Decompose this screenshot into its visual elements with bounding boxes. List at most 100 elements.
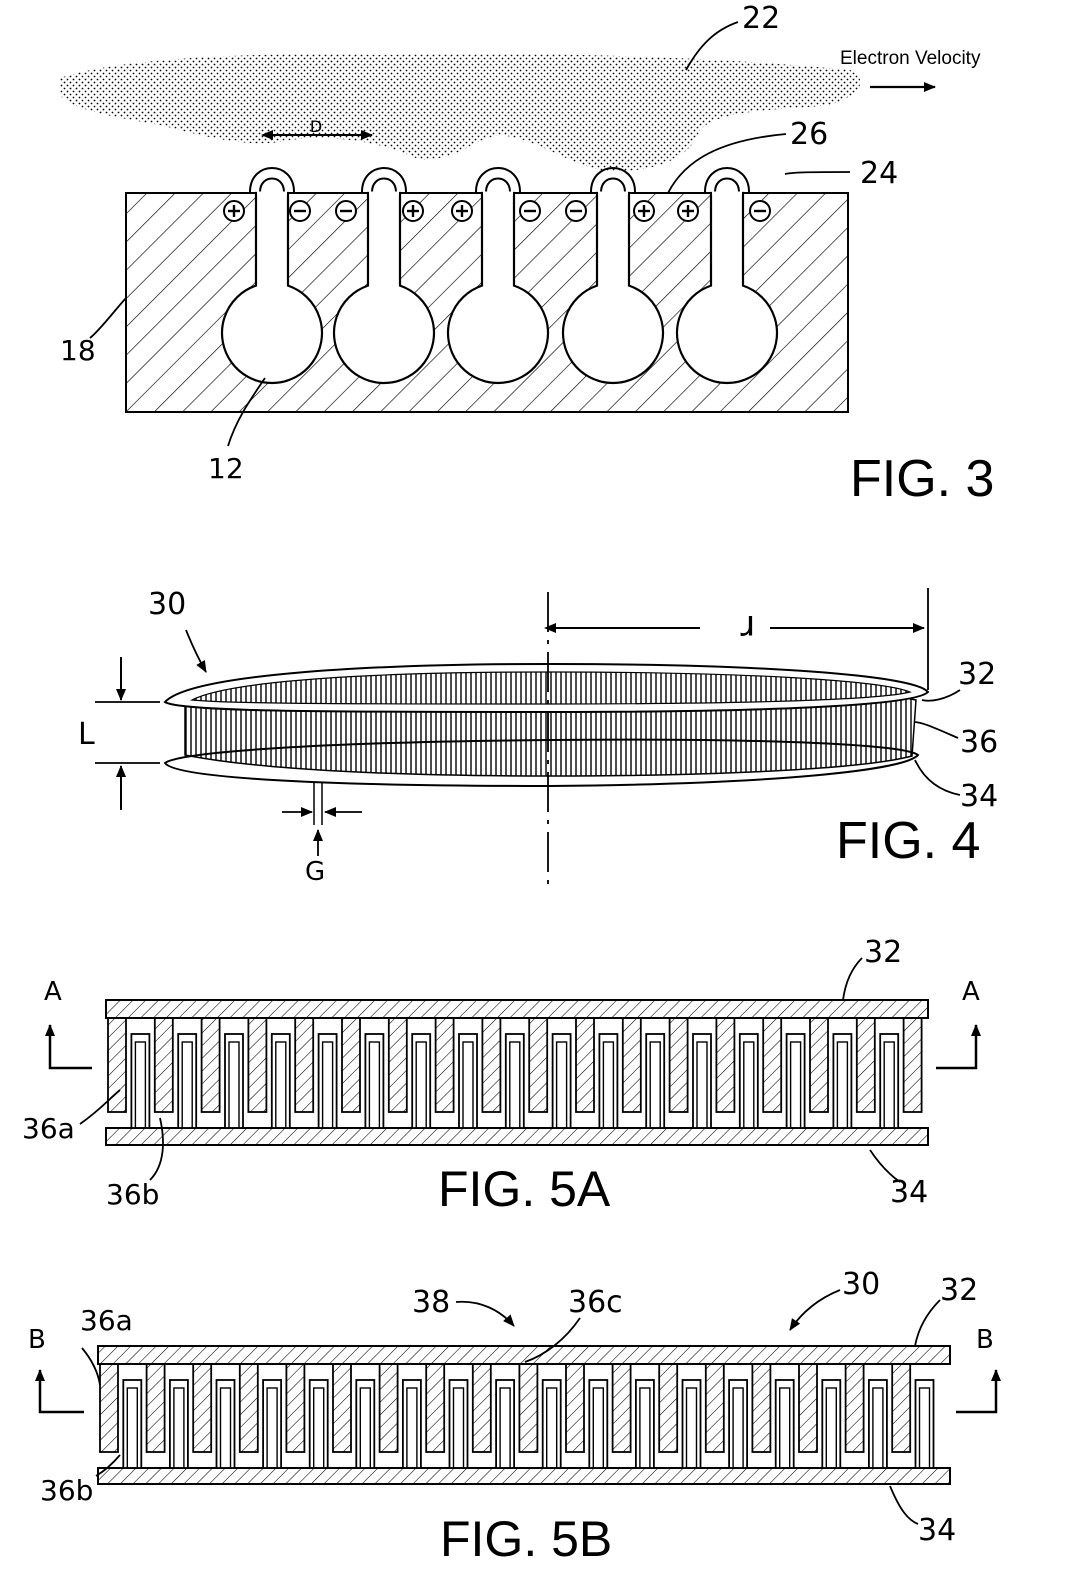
vane-36a [902, 1017, 923, 1113]
vane-36b [914, 1379, 935, 1469]
vane-inner-outline [592, 1387, 604, 1469]
positive-charge-icon [677, 200, 699, 222]
vane-inner-outline [509, 1041, 521, 1129]
vane-inner-outline [313, 1387, 325, 1469]
ref-34: 34 [890, 1175, 928, 1210]
vane-36b [177, 1033, 198, 1129]
vane-inner-outline [415, 1041, 427, 1129]
vane-36b [645, 1033, 666, 1129]
vane-36a [294, 1017, 315, 1113]
vane-36a [332, 1363, 352, 1453]
vane-36b [635, 1379, 655, 1469]
negative-charge-icon [519, 200, 541, 222]
plate-34 [105, 1127, 929, 1146]
vane-36a [891, 1363, 912, 1453]
vane-36a [238, 1363, 259, 1453]
vane-36b [879, 1033, 900, 1129]
vane-36b [504, 1033, 525, 1129]
vane-36a [481, 1017, 502, 1113]
vane-inner-outline [181, 1041, 193, 1129]
vane-36a [658, 1363, 679, 1453]
vane-36b [308, 1379, 329, 1469]
vane-inner-outline [602, 1041, 615, 1129]
ref-34: 34 [918, 1513, 956, 1548]
section-marker-left [45, 1024, 92, 1070]
vane-inner-outline [173, 1387, 185, 1469]
ref-24: 24 [860, 156, 898, 191]
vane-36a [387, 1017, 408, 1113]
vane-inner-outline [872, 1387, 884, 1469]
plate-34 [97, 1467, 951, 1485]
rf-field-loop [361, 167, 407, 193]
vane-36b [401, 1379, 422, 1469]
section-label-left: B [28, 1325, 46, 1355]
electron-cloud [60, 53, 861, 171]
vane-36b [588, 1379, 609, 1469]
resonant-cavity [220, 191, 324, 385]
ref-38: 38 [412, 1285, 450, 1320]
leader-38 [455, 1300, 515, 1327]
vane-36a [434, 1017, 455, 1113]
leader-32 [914, 1299, 941, 1347]
vane-group [99, 1363, 935, 1469]
vane-36b [551, 1033, 572, 1129]
vane-36b [785, 1033, 806, 1129]
rf-field-loop [590, 167, 636, 193]
negative-charge-icon [335, 200, 357, 222]
positive-charge-icon [223, 200, 245, 222]
fig5a-title: FIG. 5A [438, 1161, 611, 1217]
vane-36a [621, 1017, 642, 1113]
vane-inner-outline [732, 1387, 744, 1469]
vane-36b [317, 1033, 338, 1129]
vane-36b [122, 1379, 143, 1469]
vane-inner-outline [836, 1041, 849, 1129]
vane-36b [224, 1033, 244, 1129]
vane-inner-outline [696, 1041, 708, 1129]
leader-30 [789, 1289, 841, 1331]
electron-velocity-label: Electron Velocity [840, 48, 981, 69]
ref-32: 32 [940, 1273, 978, 1308]
fig5b: B B 38 36c 30 32 36a 36b 34 FIG. 5B [28, 1267, 1001, 1567]
positive-charge-icon [451, 200, 473, 222]
vane-inner-outline [219, 1387, 232, 1469]
vane-36b [364, 1033, 385, 1129]
leader-34 [914, 759, 961, 796]
section-label-right: A [962, 977, 980, 1007]
dim-r-label: r [740, 607, 755, 648]
vane-36b [262, 1379, 283, 1469]
vane-36a [798, 1363, 818, 1453]
leader-36a [81, 1347, 101, 1386]
vane-inner-outline [499, 1387, 511, 1469]
vane-inner-outline [275, 1041, 287, 1129]
ref-22: 22 [742, 1, 780, 36]
vane-inner-outline [743, 1041, 755, 1129]
plate-32 [105, 999, 929, 1019]
vane-inner-outline [266, 1387, 278, 1469]
charge-group [223, 200, 771, 222]
ref-36b: 36b [40, 1474, 93, 1507]
fig5a: A A 32 36a 36b 34 FIG. 5A [22, 935, 981, 1217]
vane-36b [168, 1379, 189, 1469]
positive-charge-icon [402, 200, 424, 222]
vane-36a [341, 1017, 361, 1113]
resonant-cavity [446, 191, 550, 385]
vane-inner-outline [555, 1041, 568, 1129]
vane-inner-outline [134, 1041, 147, 1129]
vane-inner-outline [406, 1387, 418, 1469]
ring-inner-opening [189, 671, 912, 705]
rf-field-loop [704, 167, 750, 193]
vane-36a [751, 1363, 772, 1453]
fig5b-title: FIG. 5B [440, 1511, 612, 1567]
vane-36a [285, 1363, 306, 1453]
negative-charge-icon [565, 200, 587, 222]
vane-36b [411, 1033, 432, 1129]
ref-34: 34 [960, 779, 998, 814]
vane-36b [692, 1033, 712, 1129]
leader-36c [524, 1317, 581, 1363]
vane-36b [215, 1379, 236, 1469]
vane-36b [681, 1379, 702, 1469]
ref-36a: 36a [80, 1304, 133, 1337]
ref-26: 26 [790, 117, 828, 152]
leader-24 [784, 171, 851, 175]
vane-36a [200, 1017, 221, 1113]
